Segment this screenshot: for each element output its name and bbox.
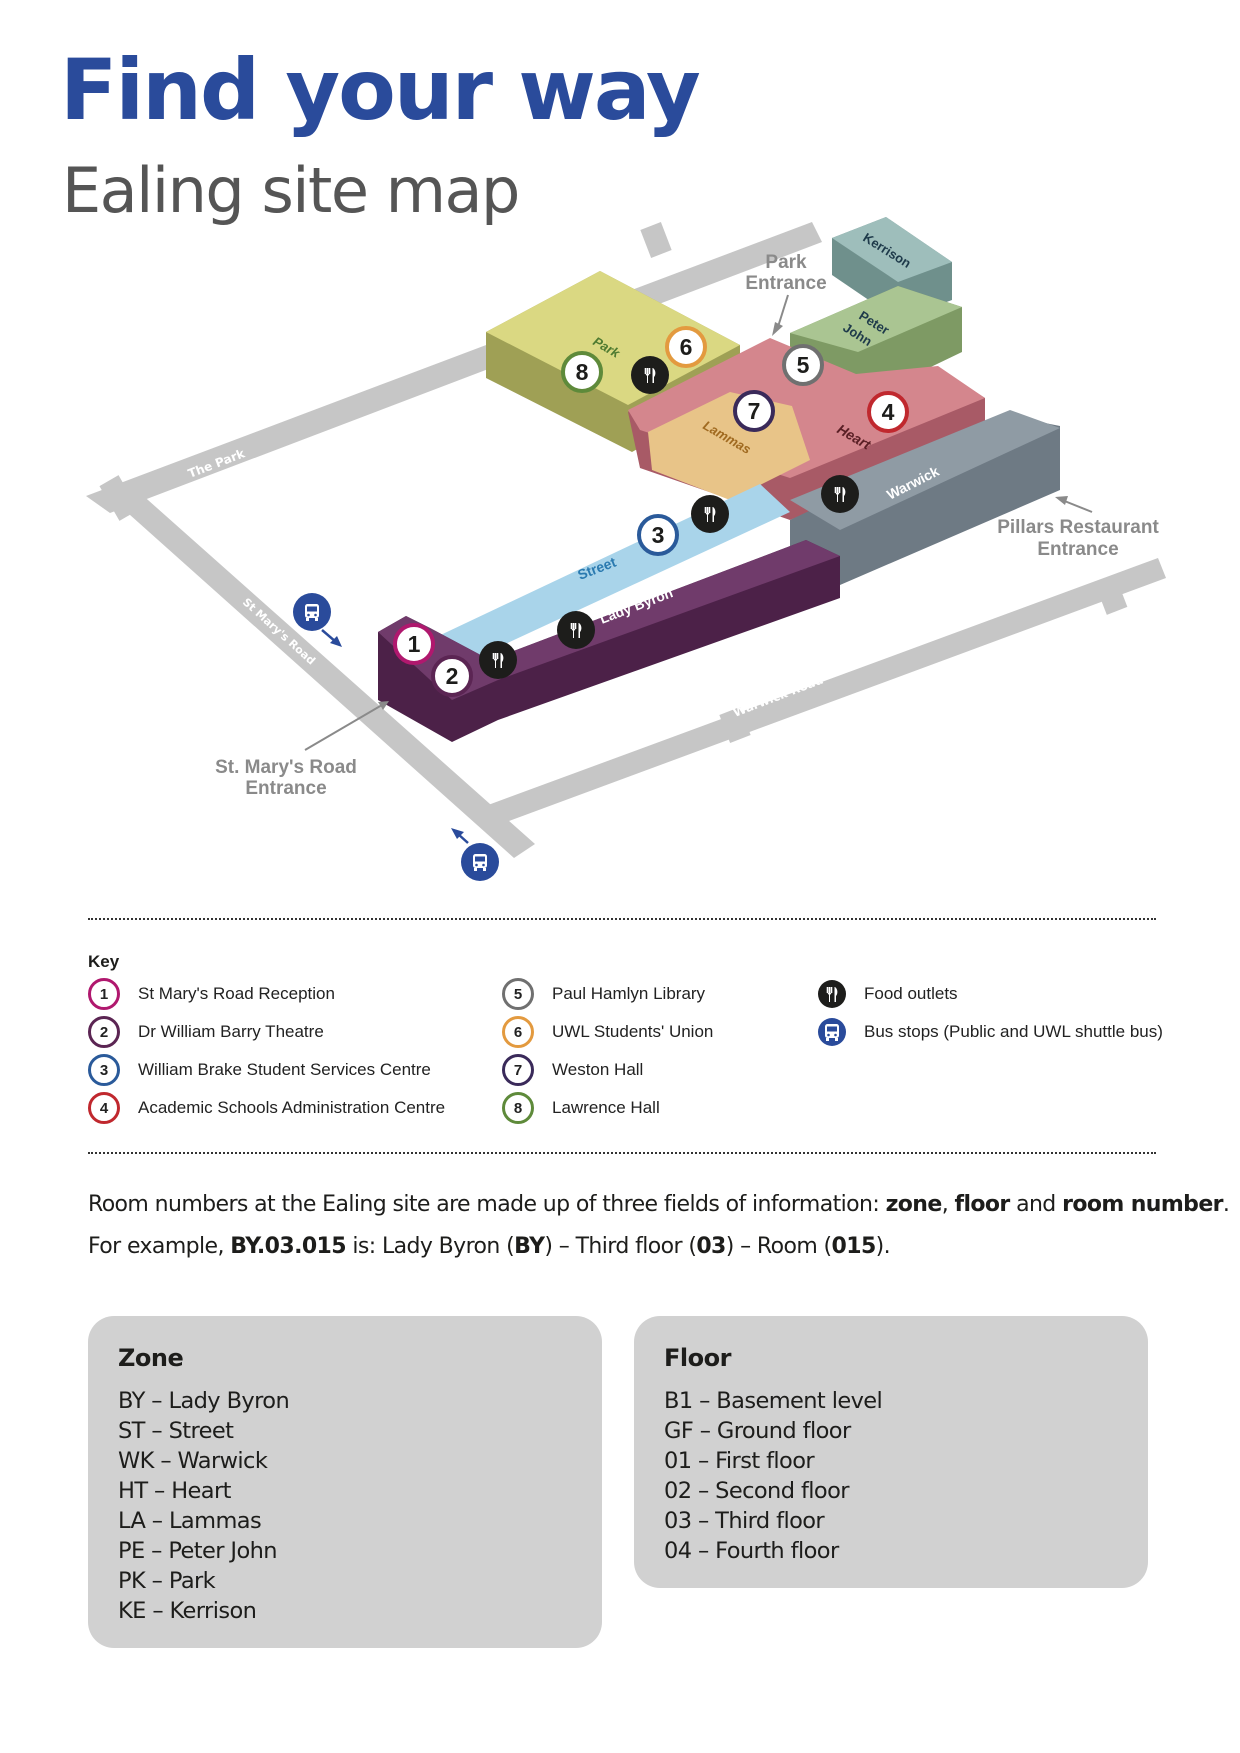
zone-list: BY – Lady Byron ST – Street WK – Warwick… (118, 1386, 572, 1626)
pillars-entrance-label-1: Pillars Restaurant (997, 517, 1159, 538)
bus-stops (293, 593, 499, 881)
location-markers: 1 2 3 4 5 6 7 8 (393, 326, 909, 697)
key-label: Weston Hall (552, 1060, 644, 1079)
food-outlet-icon (821, 475, 859, 513)
info-line-1: Room numbers at the Ealing site are made… (88, 1192, 1230, 1217)
marker-2[interactable]: 2 (431, 655, 473, 697)
zone-title: Zone (118, 1344, 184, 1372)
food-outlet-icon (631, 356, 669, 394)
floor-item: 03 – Third floor (664, 1508, 825, 1534)
key-label: Dr William Barry Theatre (138, 1022, 324, 1041)
food-outlet-icon (557, 611, 595, 649)
key-label: Paul Hamlyn Library (552, 984, 706, 1003)
marker-8[interactable]: 8 (561, 351, 603, 393)
buildings: Kerrison Peter John Park Heart Lammas Wa… (378, 217, 1060, 742)
st-marys-entrance-label-1: St. Mary's Road (215, 757, 357, 778)
st-marys-entrance-label-2: Entrance (245, 778, 326, 799)
zone-item: ST – Street (118, 1418, 234, 1444)
key-item-1: 1 St Mary's Road Reception (88, 978, 335, 1010)
svg-text:2: 2 (446, 663, 459, 689)
key-badge-5: 5 (502, 978, 534, 1010)
st-marys-road (110, 484, 535, 858)
park-entrance-label-2: Entrance (745, 273, 826, 294)
pillars-entrance-label-2: Entrance (1037, 539, 1118, 560)
zone-item: BY – Lady Byron (118, 1388, 290, 1414)
key-label: St Mary's Road Reception (138, 984, 335, 1003)
zone-item: KE – Kerrison (118, 1598, 257, 1624)
page-subtitle: Ealing site map (62, 154, 520, 227)
key-label: William Brake Student Services Centre (138, 1060, 431, 1079)
key-label: UWL Students' Union (552, 1022, 714, 1041)
divider-top (88, 918, 1156, 920)
marker-5[interactable]: 5 (782, 344, 824, 386)
svg-text:8: 8 (576, 359, 589, 385)
marker-3[interactable]: 3 (637, 514, 679, 556)
zone-item: WK – Warwick (118, 1448, 268, 1474)
marker-7[interactable]: 7 (733, 390, 775, 432)
key-item-food: Food outlets (816, 980, 958, 1008)
key-badge-1: 1 (88, 978, 120, 1010)
key-title: Key (88, 952, 120, 971)
svg-text:3: 3 (652, 522, 665, 548)
food-outlets (479, 356, 859, 679)
entrances: Park Entrance Pillars Restaurant Entranc… (215, 252, 1159, 799)
zone-item: PE – Peter John (118, 1538, 278, 1564)
bus-stop-icon (818, 1018, 846, 1046)
key-item-8: 8 Lawrence Hall (502, 1092, 660, 1124)
key-label-food: Food outlets (864, 984, 958, 1003)
key-item-4: 4 Academic Schools Administration Centre (88, 1092, 445, 1124)
page-title: Find your way (60, 41, 701, 139)
key-badge-6: 6 (502, 1016, 534, 1048)
key-item-6: 6 UWL Students' Union (502, 1016, 713, 1048)
key-badge-7: 7 (502, 1054, 534, 1086)
floor-title: Floor (664, 1344, 731, 1372)
floor-item: B1 – Basement level (664, 1388, 883, 1414)
key-badge-2: 2 (88, 1016, 120, 1048)
svg-text:6: 6 (680, 334, 693, 360)
food-outlet-icon (818, 980, 846, 1008)
marker-6[interactable]: 6 (665, 326, 707, 368)
key-item-bus: Bus stops (Public and UWL shuttle bus) (816, 1018, 1163, 1046)
key-label: Academic Schools Administration Centre (138, 1098, 446, 1117)
info-line-2: For example, BY.03.015 is: Lady Byron (B… (88, 1234, 891, 1259)
food-outlet-icon (479, 641, 517, 679)
park-entrance-label-1: Park (765, 252, 807, 273)
key-item-3: 3 William Brake Student Services Centre (88, 1054, 431, 1086)
floor-item: 01 – First floor (664, 1448, 815, 1474)
floor-item: 04 – Fourth floor (664, 1538, 839, 1564)
floor-panel: Floor B1 – Basement level GF – Ground fl… (634, 1316, 1148, 1588)
floor-list: B1 – Basement level GF – Ground floor 01… (664, 1386, 1118, 1566)
zone-panel: Zone BY – Lady Byron ST – Street WK – Wa… (88, 1316, 602, 1648)
zone-item: LA – Lammas (118, 1508, 262, 1534)
floor-item: GF – Ground floor (664, 1418, 851, 1444)
zone-item: HT – Heart (118, 1478, 231, 1504)
marker-4[interactable]: 4 (867, 391, 909, 433)
key-item-5: 5 Paul Hamlyn Library (502, 978, 705, 1010)
zone-item: PK – Park (118, 1568, 216, 1594)
key-label: Lawrence Hall (552, 1098, 660, 1117)
key-item-7: 7 Weston Hall (502, 1054, 643, 1086)
floor-item: 02 – Second floor (664, 1478, 850, 1504)
svg-text:4: 4 (882, 399, 895, 425)
key-badge-8: 8 (502, 1092, 534, 1124)
food-outlet-icon (691, 495, 729, 533)
svg-text:5: 5 (797, 352, 810, 378)
svg-text:7: 7 (748, 398, 761, 424)
key-item-2: 2 Dr William Barry Theatre (88, 1016, 324, 1048)
divider-bottom (88, 1152, 1156, 1154)
site-map: The Park St Mary's Road Warwick Road Ker… (86, 217, 1166, 881)
marker-1[interactable]: 1 (393, 623, 435, 665)
key-badge-3: 3 (88, 1054, 120, 1086)
key-label-bus: Bus stops (Public and UWL shuttle bus) (864, 1022, 1163, 1041)
key-badge-4: 4 (88, 1092, 120, 1124)
warwick-road (480, 558, 1166, 828)
svg-text:1: 1 (408, 631, 421, 657)
